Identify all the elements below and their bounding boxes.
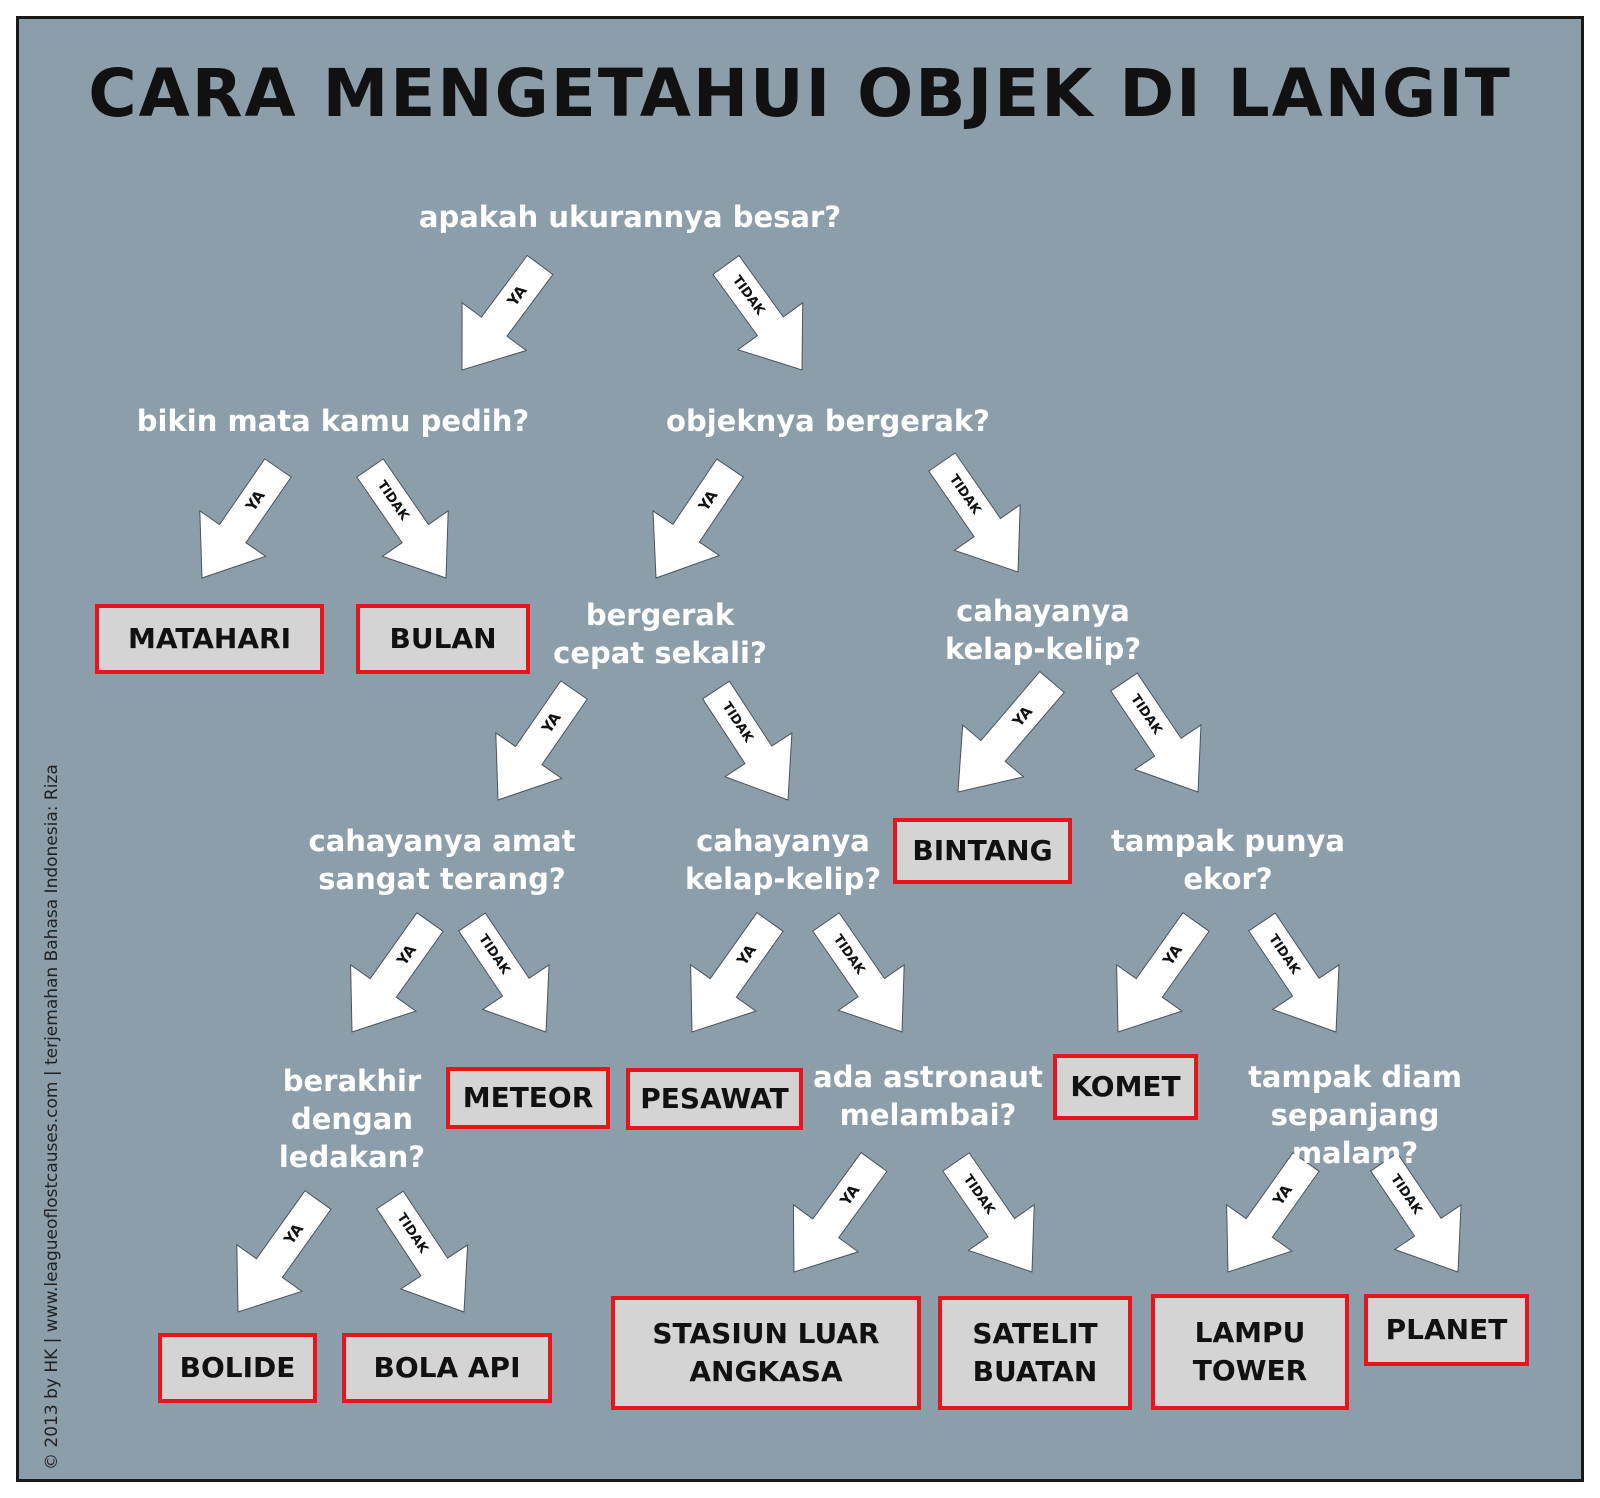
arrow-tidak-q_gerak-to-q_kelip1 (928, 452, 1021, 573)
arrow-tidak-q_besar-to-q_gerak (712, 254, 804, 371)
question-hurts-eyes: bikin mata kamu pedih? (136, 404, 530, 438)
arrow-ya-q_ledakan-to-bolide (236, 1190, 332, 1313)
arrow-tidak-q_ekor-to-q_diam (1248, 912, 1340, 1033)
answer-bintang: BINTANG (893, 818, 1072, 884)
arrow-ya-q_gerak-to-q_cepat (652, 458, 744, 579)
arrow-ya-q_besar-to-q_pedih (461, 254, 554, 371)
answer-matahari: MATAHARI (95, 604, 324, 674)
answer-stasiun-luar-angkasa: STASIUN LUAR ANGKASA (611, 1296, 921, 1410)
answer-lampu-tower: LAMPU TOWER (1151, 1294, 1349, 1410)
answer-pesawat: PESAWAT (626, 1068, 803, 1130)
arrow-tidak-q_diam-to-planet (1370, 1152, 1462, 1273)
arrow-ya-q_kelip2-to-pesawat (690, 912, 784, 1033)
answer-bolide: BOLIDE (158, 1333, 317, 1403)
arrow-tidak-q_ledakan-to-bola_api (376, 1190, 469, 1313)
answer-bulan: BULAN (356, 604, 530, 674)
arrow-tidak-q_astronaut-to-satelit (942, 1152, 1035, 1273)
answer-bola-api: BOLA API (342, 1333, 552, 1403)
arrow-tidak-q_terang-to-meteor (458, 912, 550, 1033)
question-object-moving: objeknya bergerak? (666, 404, 990, 438)
arrow-tidak-q_kelip2-to-q_astronaut (812, 912, 905, 1033)
arrow-tidak-q_pedih-to-bulan (356, 458, 449, 579)
arrow-tidak-q_kelip1-to-q_ekor (1110, 672, 1202, 793)
credit-text: © 2013 by HK | www.leagueoflostcauses.co… (42, 764, 62, 1470)
question-size-large: apakah ukurannya besar? (418, 200, 842, 234)
question-twinkling-1: cahayanya kelap-kelip? (944, 594, 1142, 666)
answer-meteor: METEOR (446, 1067, 610, 1129)
answer-satelit-buatan: SATELIT BUATAN (938, 1296, 1132, 1410)
question-has-tail: tampak punya ekor? (1111, 824, 1345, 896)
answer-komet: KOMET (1053, 1054, 1198, 1120)
arrow-ya-q_ekor-to-komet (1116, 912, 1210, 1033)
question-very-bright: cahayanya amat sangat terang? (308, 824, 576, 896)
arrow-ya-q_cepat-to-q_terang (495, 680, 588, 801)
arrow-ya-q_kelip1-to-bintang (957, 670, 1065, 793)
question-still-all-night: tampak diam sepanjang malam? (1248, 1060, 1462, 1170)
question-moving-very-fast: bergerak cepat sekali? (553, 598, 767, 670)
question-ends-explosion: berakhir dengan ledakan? (278, 1064, 426, 1174)
answer-planet: PLANET (1364, 1294, 1529, 1366)
arrow-ya-q_diam-to-lampu (1226, 1152, 1320, 1273)
arrow-ya-q_terang-to-q_ledakan (350, 912, 444, 1033)
question-astronaut-waving: ada astronaut melambai? (813, 1060, 1043, 1132)
arrow-ya-q_astronaut-to-stasiun (792, 1151, 888, 1273)
arrow-ya-q_pedih-to-matahari (199, 458, 292, 579)
question-twinkling-2: cahayanya kelap-kelip? (684, 824, 882, 896)
arrow-tidak-q_cepat-to-q_kelip2 (701, 680, 793, 801)
diagram-title: CARA MENGETAHUI OBJEK DI LANGIT (88, 55, 1512, 132)
